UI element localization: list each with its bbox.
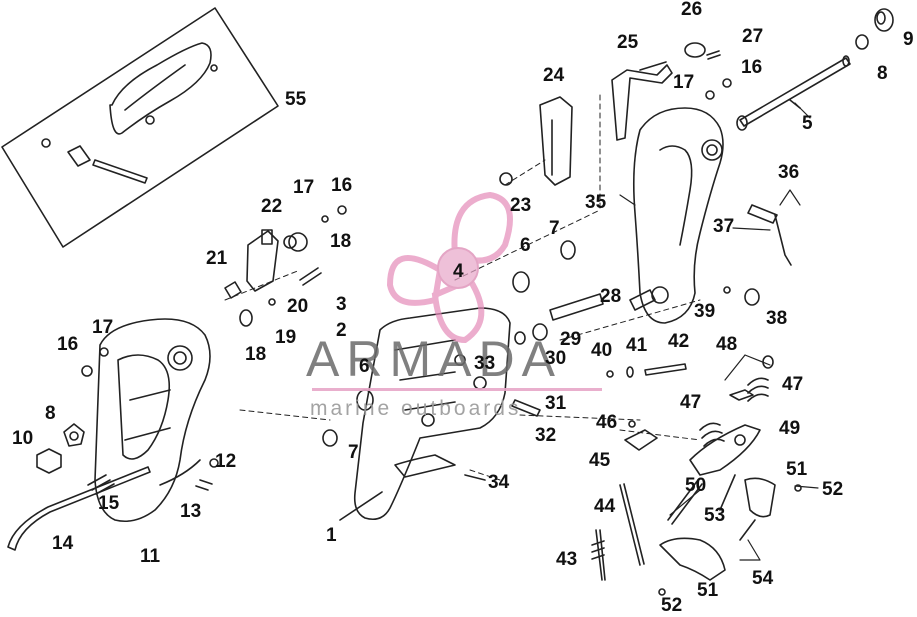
part-label: 14: [52, 533, 74, 554]
right-parts: [606, 204, 792, 378]
steering-shaft: [736, 55, 851, 131]
part-label: 2: [336, 320, 347, 341]
part-label: 23: [510, 195, 532, 216]
part-label: 52: [822, 479, 844, 500]
part-label: 37: [713, 216, 735, 237]
stern-bracket: [629, 107, 724, 324]
part-label: 39: [694, 301, 716, 322]
propeller-watermark: [386, 191, 513, 344]
part-label: 1: [326, 525, 337, 546]
part-label: 6: [359, 356, 370, 377]
watermark-subtitle: marine outboards: [310, 397, 522, 420]
part-label: 44: [594, 496, 616, 517]
latch-part: [499, 96, 573, 186]
part-label: 5: [802, 113, 813, 134]
part-label: 33: [474, 353, 496, 374]
left-clamp-bracket: [94, 318, 211, 523]
part-label: 38: [766, 308, 788, 329]
part-label: 4: [453, 261, 464, 282]
watermark-underline: [312, 388, 602, 391]
part-label: 22: [261, 196, 283, 217]
part-label: 16: [741, 57, 763, 78]
part-label: 49: [779, 418, 801, 439]
part-label: 32: [535, 425, 557, 446]
part-label: 48: [716, 334, 738, 355]
part-label: 17: [293, 177, 315, 198]
part-label: 54: [752, 568, 774, 589]
part-label: 7: [348, 442, 359, 463]
left-small-parts: [36, 347, 219, 491]
part-label: 43: [556, 549, 578, 570]
part-label: 27: [742, 26, 764, 47]
part-label: 3: [336, 294, 347, 315]
part-label: 19: [275, 327, 297, 348]
part-label: 34: [488, 472, 510, 493]
part-label: 15: [98, 493, 120, 514]
part-label: 21: [206, 248, 228, 269]
part-label: 40: [591, 340, 613, 361]
tilt-rod: [7, 466, 151, 551]
part-label: 36: [778, 162, 800, 183]
part-label: 7: [549, 218, 560, 239]
part-label: 50: [685, 475, 707, 496]
part-label: 13: [180, 501, 202, 522]
leader-lines: [619, 102, 819, 561]
part-label: 52: [661, 595, 683, 616]
part-label: 45: [589, 450, 611, 471]
part-label: 8: [45, 403, 56, 424]
center-left-parts: [224, 205, 347, 327]
part-label: 41: [626, 335, 648, 356]
part-label: 42: [668, 331, 690, 352]
part-label: 53: [704, 505, 726, 526]
lower-right-parts: [591, 355, 802, 596]
part-label: 16: [331, 175, 353, 196]
part-label: 46: [596, 412, 618, 433]
part-label: 30: [545, 348, 567, 369]
part-label: 18: [330, 231, 352, 252]
part-label: 18: [245, 344, 267, 365]
part-label: 20: [287, 296, 309, 317]
part-label: 29: [560, 329, 582, 350]
part-label: 12: [215, 451, 237, 472]
part-label: 31: [545, 393, 567, 414]
part-label: 47: [782, 374, 804, 395]
watermark-title: ARMADA: [306, 331, 562, 387]
part-label: 9: [903, 29, 914, 50]
center-parts: [322, 240, 604, 481]
top-right-parts: [684, 8, 894, 100]
part-label: 26: [681, 0, 703, 20]
part-label: 6: [520, 235, 531, 256]
part-label: 24: [543, 65, 565, 86]
part-label: 16: [57, 334, 79, 355]
part-label: 51: [697, 580, 719, 601]
inset-box-part-55: [1, 7, 279, 248]
part-label: 10: [12, 428, 34, 449]
part-label: 55: [285, 89, 307, 110]
part-label: 17: [673, 72, 695, 93]
part-label: 25: [617, 32, 639, 53]
alignment-lines: [224, 94, 701, 481]
part-label: 35: [585, 192, 607, 213]
part-label: 17: [92, 317, 114, 338]
part-label: 47: [680, 392, 702, 413]
tilt-lever: [611, 61, 673, 141]
part-label: 8: [877, 63, 888, 84]
part-label: 51: [786, 459, 808, 480]
part-label: 28: [600, 286, 622, 307]
part-label: 11: [140, 546, 161, 567]
